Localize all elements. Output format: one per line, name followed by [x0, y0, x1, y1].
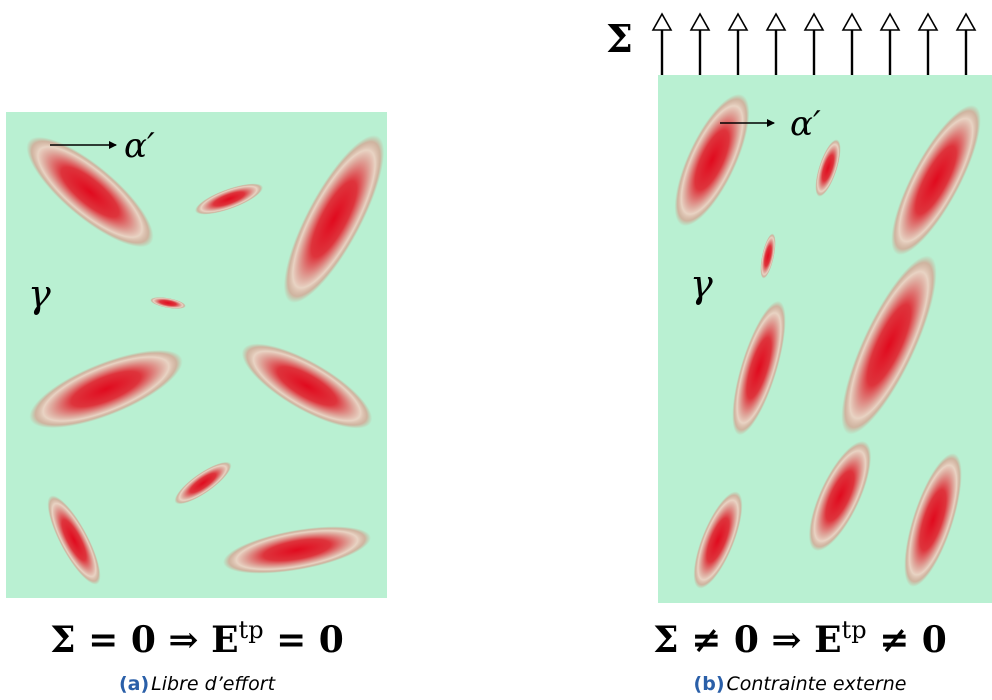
stress-arrow	[917, 12, 939, 75]
precipitate	[841, 255, 937, 435]
sigma-symbol: Σ	[50, 619, 75, 661]
panel-a: α′ γ Σ = 0 ⇒ Etp = 0 (a)Libre d’effort	[6, 112, 387, 695]
superscript-tp: tp	[239, 616, 264, 644]
stress-arrow	[879, 12, 901, 75]
precipitates-a	[26, 135, 385, 585]
precipitate	[47, 495, 101, 585]
precipitates-b	[674, 93, 981, 589]
sigma-stress-label: Σ	[606, 16, 633, 61]
precipitate	[150, 297, 186, 309]
precipitate	[223, 526, 371, 574]
alpha-prime-label-b: α′	[790, 104, 821, 144]
caption-a: (a)Libre d’effort	[119, 673, 277, 695]
sigma-symbol: Σ	[653, 619, 678, 661]
caption-letter: (b)	[694, 673, 725, 695]
precipitate	[891, 104, 981, 256]
stress-arrow	[727, 12, 749, 75]
gamma-label-b: γ	[690, 262, 713, 306]
stress-arrow	[841, 12, 863, 75]
caption-letter: (a)	[119, 673, 149, 695]
alpha-prime-label-a: α′	[124, 126, 155, 166]
stress-arrow	[689, 12, 711, 75]
precipitate	[760, 233, 776, 279]
precipitate	[194, 183, 264, 215]
equation-b: Σ ≠ 0 ⇒ Etp ≠ 0	[653, 616, 947, 661]
stress-arrow	[955, 12, 977, 75]
precipitate	[693, 491, 743, 589]
equation-part: ≠ 0 ⇒ E	[679, 619, 842, 661]
superscript-tp: tp	[842, 616, 867, 644]
precipitate	[732, 300, 786, 436]
panel-b: α′ γ Σ Σ ≠ 0 ⇒ Etp ≠ 0 (b)Contrainte ext…	[606, 12, 992, 695]
caption-text: Contrainte externe	[727, 673, 907, 695]
gamma-label-a: γ	[28, 272, 51, 316]
stress-arrows	[651, 12, 977, 75]
precipitate	[815, 139, 841, 197]
stress-arrow	[765, 12, 787, 75]
caption-b: (b)Contrainte externe	[694, 673, 907, 695]
precipitate	[283, 135, 385, 303]
precipitate	[174, 461, 232, 505]
precipitate	[808, 440, 872, 552]
precipitate	[29, 349, 183, 429]
equation-part: = 0 ⇒ E	[76, 619, 239, 661]
equation-part: ≠ 0	[867, 619, 947, 661]
precipitate	[674, 93, 750, 227]
precipitate	[26, 136, 154, 248]
precipitate	[904, 453, 962, 587]
stress-arrow	[803, 12, 825, 75]
equation-a: Σ = 0 ⇒ Etp = 0	[50, 616, 344, 661]
equation-part: = 0	[264, 619, 344, 661]
caption-text: Libre d’effort	[151, 673, 276, 695]
precipitate	[241, 343, 373, 429]
stress-arrow	[651, 12, 673, 75]
